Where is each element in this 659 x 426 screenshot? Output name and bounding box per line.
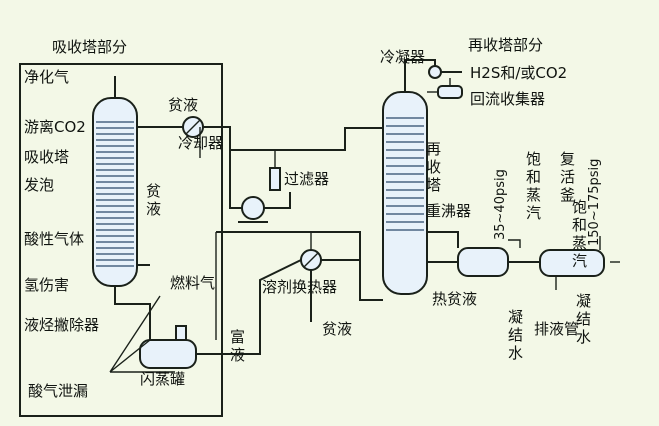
hydrogen-damage-label: 氢伤害 <box>24 276 69 294</box>
reboiler-vessel <box>457 247 509 277</box>
liquid-hc-remover-label: 液烃撇除器 <box>24 316 99 334</box>
acid-gas-leak-label: 酸气泄漏 <box>28 382 88 400</box>
psig-low-label: 35~40psig <box>493 169 508 240</box>
condensate-left-label: 凝结水 <box>508 308 523 362</box>
lean-cooler-label-2: 冷却器 <box>178 134 223 152</box>
purified-gas-label: 净化气 <box>24 68 69 86</box>
drain-pipe-label: 排液管 <box>534 320 579 338</box>
leak-pointer-lines <box>109 295 175 373</box>
reclaimer-label: 复活釜 <box>560 150 575 204</box>
rich-liquid-label: 富液 <box>230 328 245 364</box>
pump <box>238 196 268 223</box>
flash-tank-vessel <box>139 339 197 369</box>
foaming-label: 发泡 <box>24 176 54 194</box>
h2s-co2-label: H2S和/或CO2 <box>470 64 567 82</box>
regenerator-section-label: 再收塔部分 <box>468 36 543 54</box>
absorber-tower-label: 吸收塔 <box>24 148 69 166</box>
saturated-steam-left-label: 饱和蒸汽 <box>526 150 541 222</box>
filter-vessel <box>269 167 281 191</box>
reflux-collector-vessel <box>437 85 463 99</box>
regen-tower-label: 再收塔 <box>426 140 441 194</box>
condensate-right-label: 凝结水 <box>576 292 591 346</box>
absorber-section-label: 吸收塔部分 <box>52 38 127 56</box>
acid-gas-label: 酸性气体 <box>24 230 84 248</box>
condenser <box>428 65 442 79</box>
lean-liquid-side-label: 贫液 <box>146 182 161 218</box>
solvent-heat-exchanger <box>300 249 322 271</box>
psig-high-label: 150~175psig <box>587 159 602 246</box>
piping <box>114 59 620 355</box>
absorber-tower <box>92 90 138 287</box>
lean-liquid-bottom-label: 贫液 <box>322 320 352 338</box>
filter-label: 过滤器 <box>284 170 329 188</box>
saturated-steam-right-label: 饱和蒸汽 <box>572 198 587 270</box>
free-co2-label: 游离CO2 <box>24 118 86 136</box>
condenser-label: 冷凝器 <box>380 48 425 66</box>
fuel-gas-vessel <box>175 325 187 341</box>
hot-lean-liquid-label: 热贫液 <box>432 290 477 308</box>
lean-cooler-label-1: 贫液 <box>168 96 198 114</box>
absorber-section-box <box>19 63 223 417</box>
fuel-gas-label: 燃料气 <box>170 274 215 292</box>
regenerator-tower <box>382 91 428 295</box>
solvent-heat-exchanger-label: 溶剂换热器 <box>262 278 337 296</box>
reboiler-label: 重沸器 <box>426 202 471 220</box>
flash-tank-label: 闪蒸罐 <box>140 370 185 388</box>
reflux-collector-label: 回流收集器 <box>470 90 545 108</box>
